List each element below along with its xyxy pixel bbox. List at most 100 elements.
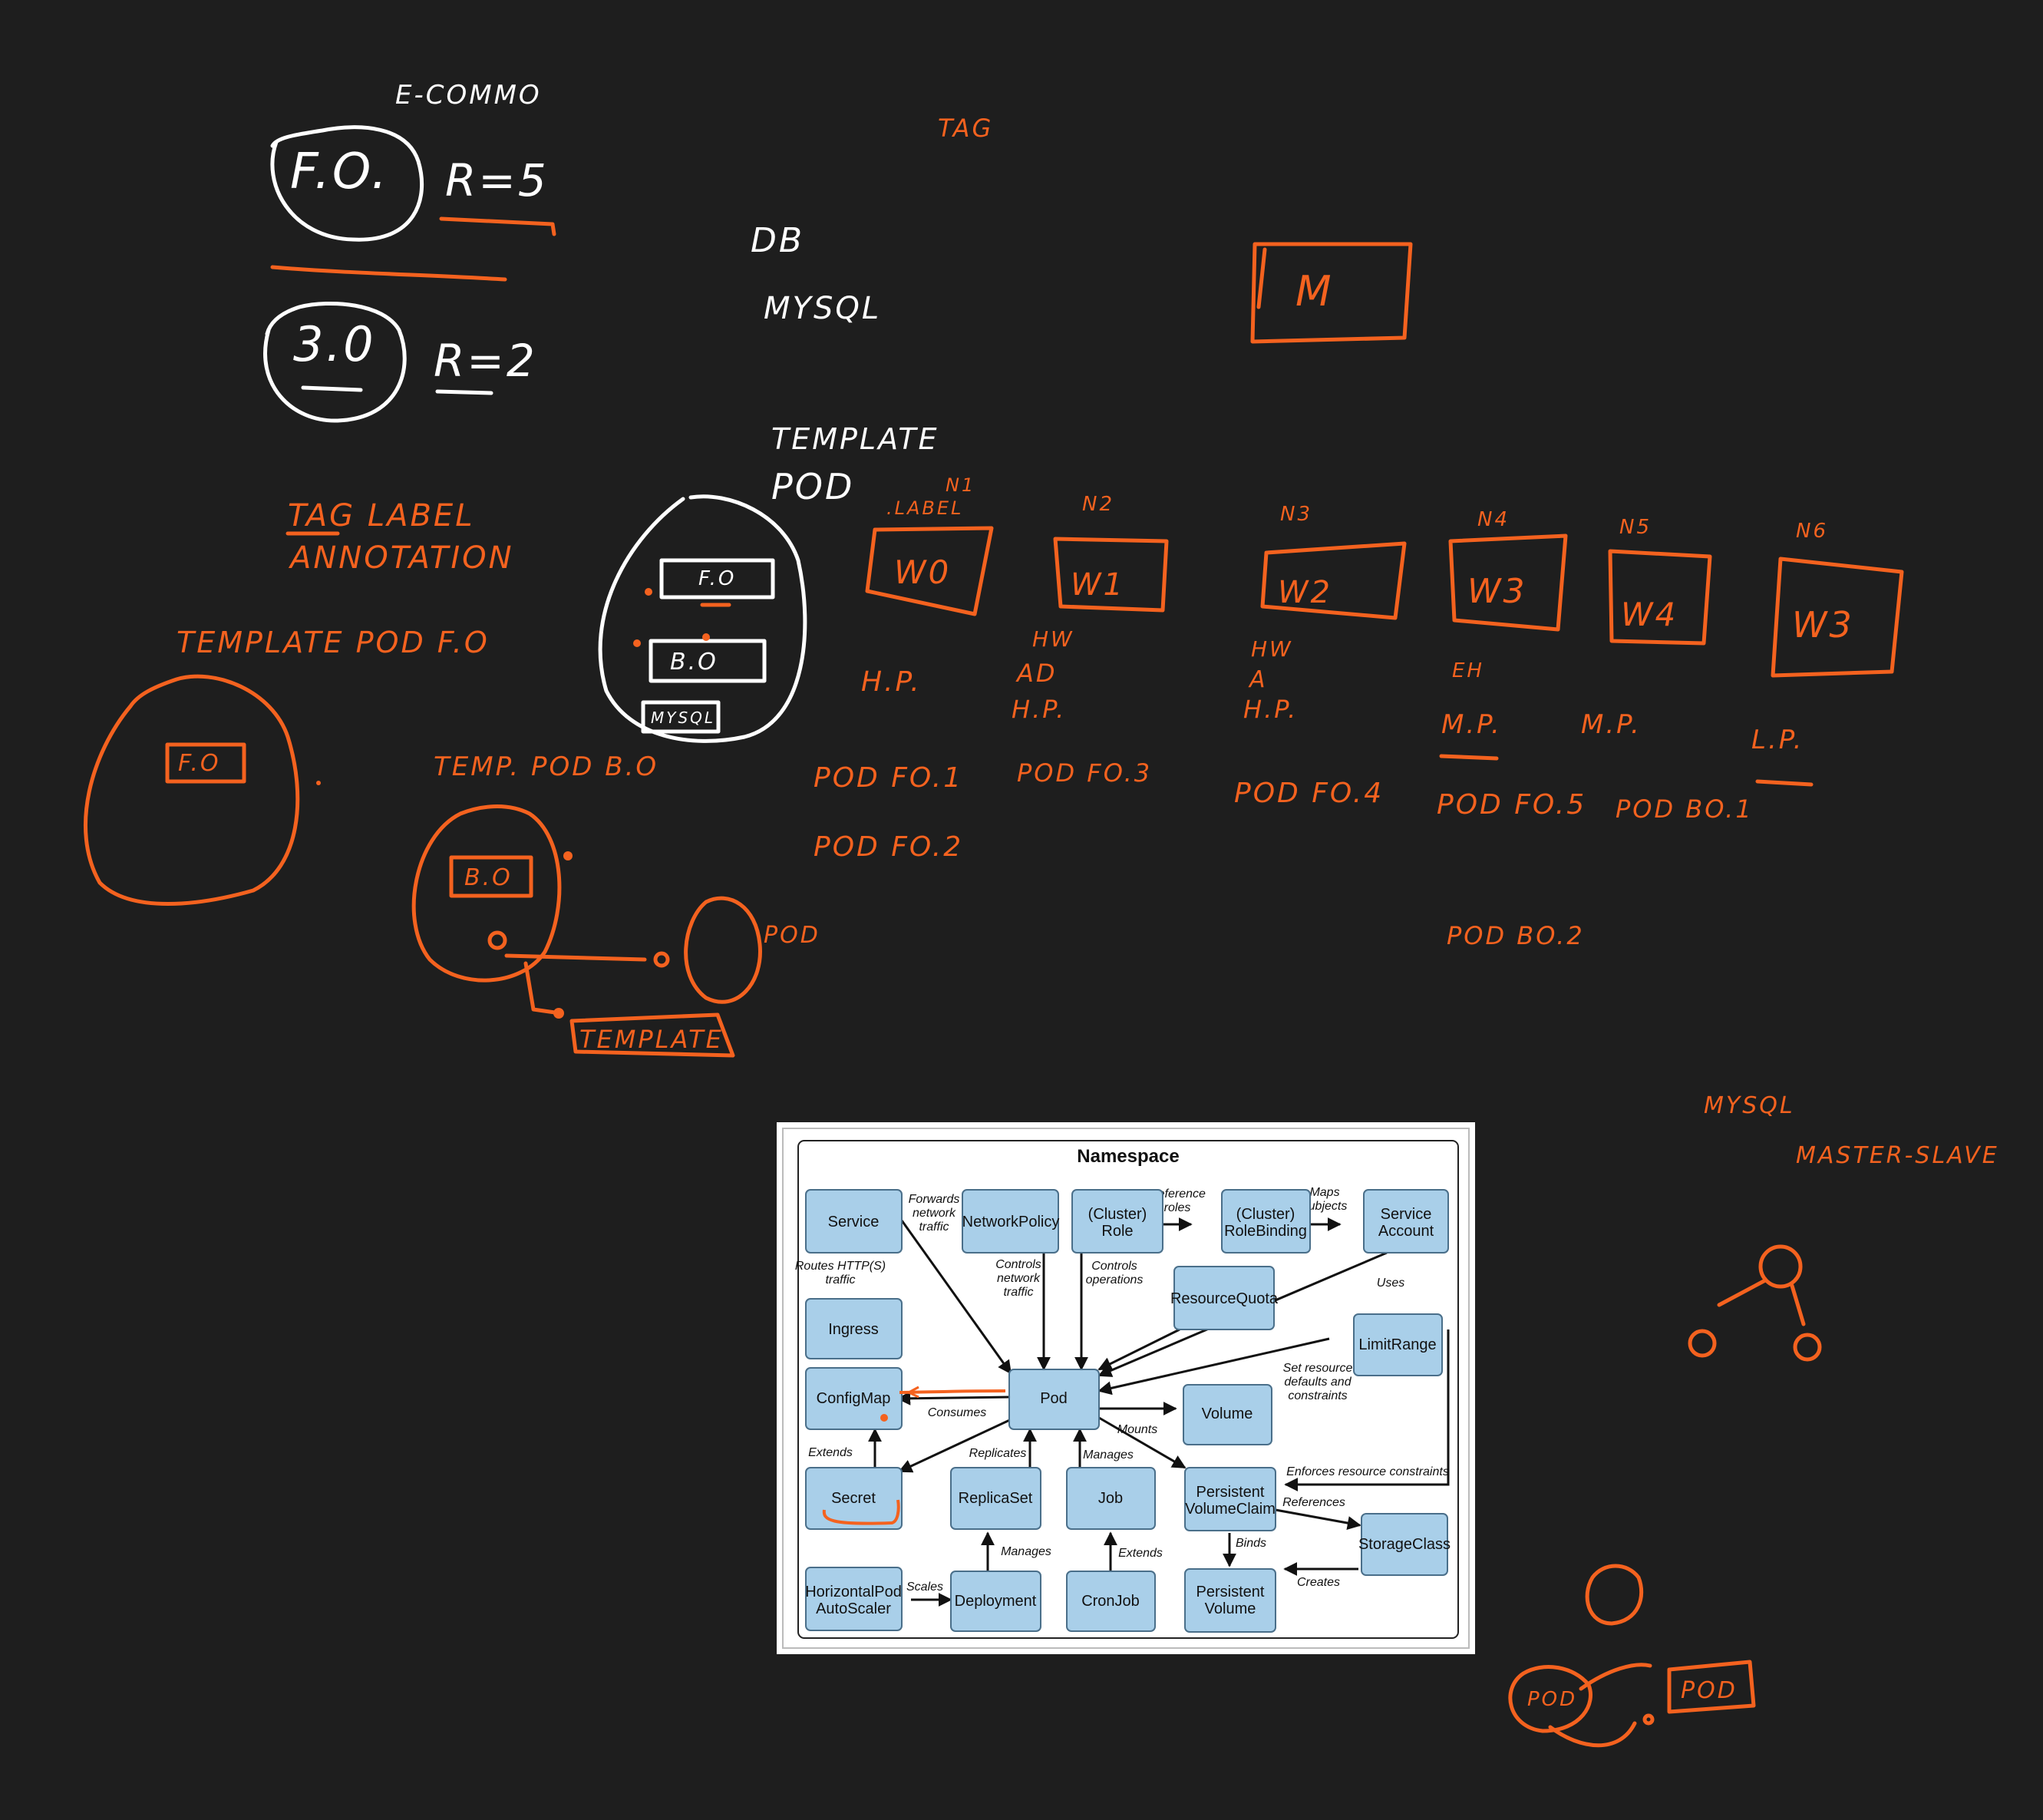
worker-n4-pod-1: POD BO.2 [1447, 921, 1585, 950]
worker-nodes: N1 .LABEL W0 H.P. POD FO.1 POD FO.2 N2 W… [814, 474, 1904, 950]
node-volume: Volume [1183, 1384, 1272, 1445]
worker-n5-box [1608, 549, 1712, 646]
white-db-notes: DB MYSQL TEMPLATE POD F.O B.O MYSQL [598, 221, 939, 743]
node-clusterrole: (Cluster)Role [1071, 1189, 1163, 1254]
bo-inner-box [449, 855, 533, 898]
template-pod-title-1: TEMPLATE [771, 422, 939, 456]
node-service: Service [805, 1189, 903, 1254]
node-replicaset: ReplicaSet [950, 1467, 1041, 1530]
worker-n2-pod-0: POD FO.3 [1017, 758, 1152, 788]
label-extends-1: Extends [808, 1446, 853, 1459]
mysql-ms-title-1: MYSQL [1704, 1092, 1795, 1119]
worker-n1-pod-0: POD FO.1 [814, 762, 963, 794]
bo-replicas-underline [435, 389, 493, 395]
svg-text:ConfigMap: ConfigMap [817, 1390, 891, 1407]
fo-inner-label: F.O [178, 750, 221, 777]
worker-n1-pod-1: POD FO.2 [814, 831, 963, 863]
worker-n3-tag-0: HW [1251, 636, 1293, 662]
small-bubble [1585, 1564, 1644, 1626]
label-manages-1: Manages [1083, 1448, 1134, 1462]
temp-pod-bo: TEMP. POD B.O B.O POD TEMPLATE [411, 751, 818, 1058]
svg-text:StorageClass: StorageClass [1358, 1536, 1451, 1553]
svg-text:(Cluster)RoleBinding: (Cluster)RoleBinding [1224, 1206, 1307, 1240]
worker-n4-tag-0: EH [1452, 659, 1484, 682]
svg-text:LimitRange: LimitRange [1358, 1336, 1436, 1353]
edge-service-pod [900, 1220, 1012, 1375]
worker-n4-tag-1: M.P. [1441, 709, 1502, 740]
worker-n1-tag-0: H.P. [861, 666, 922, 698]
template-slot-bo [649, 639, 767, 683]
worker-n5-pod-0: POD BO.1 [1616, 794, 1754, 824]
template-pod-fo-blob [84, 674, 300, 906]
orange-dot-2 [633, 639, 641, 647]
fo-version-label: F.O. [290, 144, 389, 200]
temp-pod-bo-title: TEMP. POD B.O [434, 751, 658, 782]
worker-n3-tag-2: H.P. [1243, 695, 1298, 724]
white-version-notes: E-COMMO F.O. R=5 3.0 R=2 [263, 80, 556, 423]
slave-node-1 [1688, 1329, 1717, 1358]
namespace-figure: Namespace [777, 1122, 1475, 1654]
label-extends-2: Extends [1118, 1547, 1163, 1560]
connector-to-template [523, 961, 563, 1016]
fo-version-circle [270, 125, 424, 242]
svg-text:ReplicaSet: ReplicaSet [959, 1490, 1033, 1507]
template-pod-fo-title: TEMPLATE POD F.O [177, 626, 490, 659]
worker-n2-tag-1: AD [1015, 659, 1058, 688]
tag-title: TAG [938, 114, 993, 143]
template-slot-mysql [641, 700, 721, 734]
orange-dot-3 [702, 633, 710, 641]
ecommerce-header: E-COMMO [395, 80, 542, 111]
worker-n4-label: W3 [1467, 572, 1527, 611]
edge-pod-pvc [1098, 1416, 1187, 1469]
template-slot-mysql-label: MYSQL [651, 709, 715, 727]
worker-n4-box [1448, 533, 1568, 632]
namespace-diagram: Namespace [782, 1128, 1470, 1649]
svg-text:Deployment: Deployment [955, 1593, 1037, 1610]
worker-n2-tag-0: HW [1032, 626, 1074, 652]
orange-dot-1 [645, 588, 652, 596]
label-replicates: Replicates [969, 1447, 1027, 1460]
connector-to-pod [504, 953, 647, 962]
m-box-label: M [1295, 267, 1334, 315]
node-configmap: ConfigMap [805, 1367, 903, 1430]
svg-text:CronJob: CronJob [1081, 1593, 1140, 1610]
svg-text:Job: Job [1098, 1490, 1123, 1507]
template-slot-fo [659, 558, 775, 600]
fo-inner-box [165, 742, 246, 784]
label-scales: Scales [906, 1581, 943, 1594]
node-resourcequota: ResourceQuota [1170, 1266, 1279, 1330]
svg-text:Secret: Secret [831, 1490, 876, 1507]
edge-quota-pod [1097, 1328, 1180, 1371]
template-slot-fo-label: F.O [698, 567, 736, 590]
label-creates: Creates [1297, 1576, 1340, 1589]
edge-limit-pvc [1284, 1329, 1450, 1491]
mysql-master-slave: MYSQL MASTER-SLAVE POD POD [1508, 1092, 1997, 1748]
worker-n1-box [865, 526, 994, 616]
label-consumes: Consumes [928, 1406, 986, 1419]
bo-inner-label: B.O [464, 864, 513, 891]
worker-n6-number: N6 [1796, 520, 1828, 543]
node-pod: Pod [1008, 1369, 1100, 1430]
worker-n5-tag-0: M.P. [1581, 709, 1642, 740]
worker-n2-tag-2: H.P. [1012, 695, 1066, 724]
worker-n3-label: W2 [1278, 575, 1332, 610]
bo-version-label: 3.0 [293, 316, 376, 372]
node-ingress: Ingress [805, 1298, 903, 1359]
template-box [569, 1012, 735, 1058]
node-storageclass: StorageClass [1358, 1513, 1451, 1576]
worker-n3-pod-0: POD FO.4 [1234, 778, 1384, 809]
node-deployment: Deployment [950, 1571, 1041, 1632]
pod-bubble [684, 896, 762, 1004]
svg-text:(Cluster)Role: (Cluster)Role [1088, 1206, 1147, 1240]
